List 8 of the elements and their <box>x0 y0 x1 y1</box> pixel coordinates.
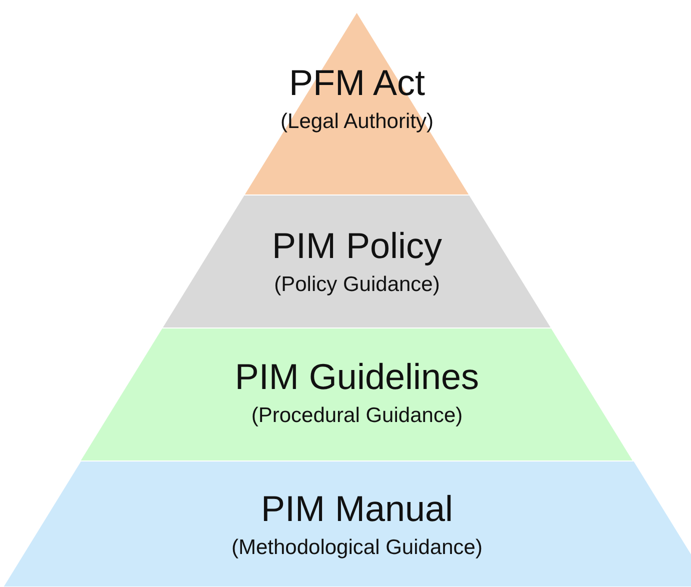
tier-title: PIM Policy <box>272 225 442 267</box>
tier-subtitle: (Procedural Guidance) <box>251 403 463 429</box>
tier-subtitle: (Policy Guidance) <box>274 272 440 298</box>
tier-title: PIM Guidelines <box>234 356 480 398</box>
tier-subtitle: (Methodological Guidance) <box>232 535 482 561</box>
tier-title: PFM Act <box>288 62 425 104</box>
tier-subtitle: (Legal Authority) <box>280 109 434 135</box>
tier-title: PIM Manual <box>260 488 454 530</box>
